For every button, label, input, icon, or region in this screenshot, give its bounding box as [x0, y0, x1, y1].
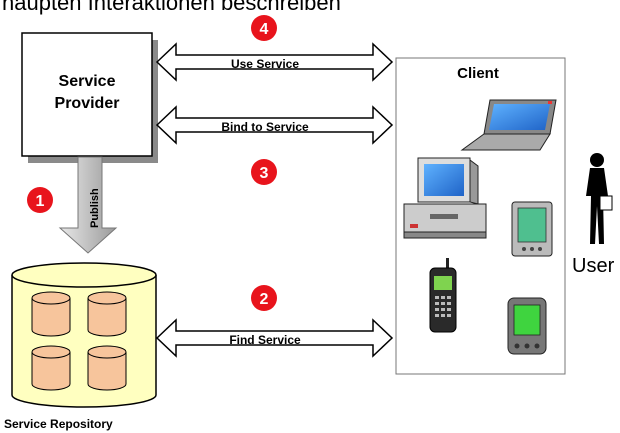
provider-label-line2: Provider	[55, 95, 120, 112]
use-service-arrow: Use Service	[155, 42, 394, 82]
repository-disk	[31, 291, 71, 337]
find-service-label: Find Service	[229, 333, 301, 347]
svg-text:4: 4	[260, 21, 269, 38]
mobile-phone-icon	[429, 258, 457, 333]
provider-label-line1: Service	[59, 73, 116, 90]
service-repository	[11, 262, 157, 408]
step-badge-3: 3	[251, 159, 277, 185]
bind-service-label: Bind to Service	[221, 120, 309, 134]
bind-service-arrow: Bind to Service	[155, 105, 394, 145]
repository-disk	[87, 345, 127, 391]
repository-label: Service Repository	[4, 417, 113, 431]
svg-text:3: 3	[260, 165, 269, 182]
repository-disk	[87, 291, 127, 337]
use-service-label: Use Service	[231, 57, 299, 71]
svg-text:2: 2	[260, 291, 269, 308]
laptop-icon	[460, 99, 557, 151]
client-label: Client	[457, 65, 499, 82]
user-silhouette-icon	[586, 153, 613, 244]
step-badge-4: 4	[251, 15, 277, 41]
find-service-arrow: Find Service	[155, 318, 394, 358]
pda-icon	[511, 201, 553, 257]
svg-text:1: 1	[36, 193, 45, 210]
publish-arrow: Publish	[58, 156, 118, 254]
desktop-computer-icon	[403, 157, 487, 239]
palm-pda-icon	[507, 297, 547, 355]
step-badge-1: 1	[27, 187, 53, 213]
step-badge-2: 2	[251, 285, 277, 311]
header-text: haupten Interaktionen beschreiben	[2, 0, 341, 15]
user-label: User	[572, 255, 615, 277]
service-provider-box: Service Provider	[21, 32, 158, 163]
publish-label: Publish	[89, 188, 101, 228]
repository-disk	[31, 345, 71, 391]
